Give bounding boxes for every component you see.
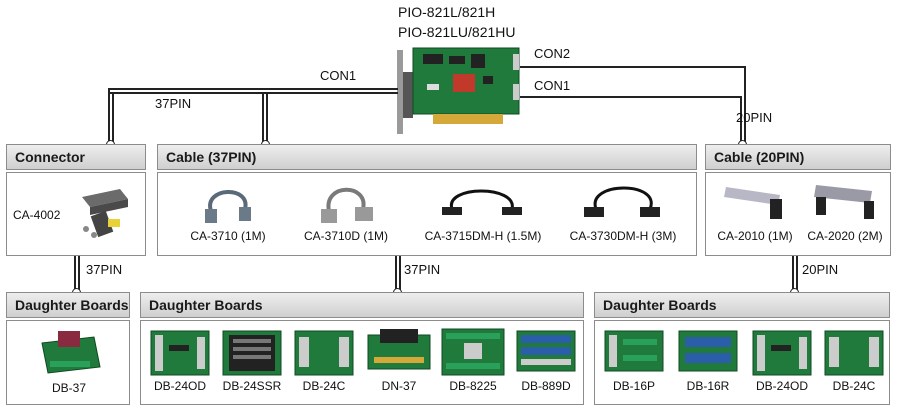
cable20-item-label: CA-2020 (2M)	[807, 229, 883, 243]
daughter-right-item[interactable]: DB-16R	[673, 327, 743, 393]
daughter-mid-item-label: DB-8225	[449, 379, 497, 393]
link-right	[792, 256, 794, 292]
header-cable-20pin: Cable (20PIN)	[705, 144, 891, 170]
header-cable-37pin: Cable (37PIN)	[157, 144, 697, 170]
wire-right-down-2	[744, 66, 746, 144]
wire-right-down	[740, 96, 742, 144]
header-connector: Connector	[6, 144, 146, 170]
link-right-2	[796, 256, 798, 292]
daughter-right-item[interactable]: DB-24C	[819, 327, 889, 393]
link-left-2	[78, 256, 80, 292]
wire-mid-down	[262, 92, 264, 144]
cable-ca-3730dm-h-icon	[584, 186, 660, 217]
label-37pin-top: 37PIN	[155, 96, 192, 111]
cable-ca-2010-icon	[724, 187, 782, 219]
label-37pin-mid: 37PIN	[404, 262, 441, 277]
cable20-item[interactable]: CA-2010 (1M)	[712, 179, 798, 243]
panel-cable-20pin: CA-2010 (1M) CA-2020 (2M)	[705, 172, 891, 256]
label-37pin-left: 37PIN	[86, 262, 123, 277]
daughter-mid-item-label: DB-24OD	[153, 379, 206, 393]
db-16r-board-icon	[678, 330, 738, 372]
panel-daughter-right: DB-16P DB-16R DB-24OD DB-24C	[594, 320, 890, 405]
db-889d-board-icon	[516, 330, 576, 372]
panel-cable-37pin: CA-3710 (1M) CA-3710D (1M) CA-3715DM-H (…	[157, 172, 697, 256]
wire-con1-left-horizontal	[108, 88, 398, 90]
db-24od-board-icon	[150, 330, 210, 376]
cable-ca-3710-icon	[205, 190, 251, 223]
daughter-right-item-label: DB-24OD	[755, 379, 808, 393]
connector-item[interactable]: CA-4002	[13, 185, 141, 245]
db-37-board-icon	[41, 331, 101, 374]
cable37-item[interactable]: CA-3715DM-H (1.5M)	[413, 179, 553, 243]
card-model-line2: PIO-821LU/821HU	[398, 24, 516, 40]
cable37-item-label: CA-3710D (1M)	[303, 229, 389, 243]
label-con1-left: CON1	[320, 68, 357, 83]
daughter-mid-item[interactable]: DB-889D	[511, 327, 581, 393]
cable37-item-label: CA-3710 (1M)	[190, 229, 266, 243]
link-mid-2	[399, 256, 401, 292]
daughter-left-item-label: DB-37	[51, 381, 86, 395]
daughter-mid-item-label: DB-24SSR	[222, 379, 282, 393]
header-daughter-mid: Daughter Boards	[140, 292, 584, 318]
cable37-item-label: CA-3730DM-H (3M)	[569, 229, 677, 243]
daughter-mid-item[interactable]: DB-8225	[437, 327, 509, 393]
daughter-mid-item[interactable]: DN-37	[363, 327, 435, 393]
daughter-mid-item-label: DN-37	[381, 379, 417, 393]
daughter-right-item-label: DB-16P	[612, 379, 656, 393]
label-20pin-right: 20PIN	[802, 262, 839, 277]
daughter-right-item-label: DB-16R	[686, 379, 730, 393]
wire-con1-right	[520, 96, 740, 98]
panel-daughter-mid: DB-24OD DB-24SSR DB-24C DN-37	[140, 320, 584, 405]
link-mid	[395, 256, 397, 292]
daughter-right-item-label: DB-24C	[832, 379, 876, 393]
daughter-mid-item[interactable]: DB-24C	[289, 327, 359, 393]
cable37-item-label: CA-3715DM-H (1.5M)	[424, 229, 542, 243]
cable37-item[interactable]: CA-3710D (1M)	[286, 179, 406, 243]
header-daughter-left: Daughter Boards	[6, 292, 130, 318]
daughter-left-item[interactable]: DB-37	[25, 327, 113, 395]
daughter-right-item[interactable]: DB-24OD	[747, 327, 817, 393]
daughter-mid-item[interactable]: DB-24OD	[145, 327, 215, 393]
daughter-right-item[interactable]: DB-16P	[599, 327, 669, 393]
label-con2: CON2	[534, 46, 571, 61]
ca-4002-connector-icon	[81, 189, 128, 238]
db-24ssr-board-icon	[222, 330, 282, 376]
cable-ca-3715dm-h-icon	[442, 189, 522, 215]
db-8225-board-icon	[441, 328, 505, 376]
db-24c-board-icon	[824, 330, 884, 376]
wire-con1-left-horizontal-2	[108, 92, 398, 94]
cable20-item[interactable]: CA-2020 (2M)	[802, 179, 888, 243]
wire-left-down	[108, 88, 110, 144]
label-con1-right: CON1	[534, 78, 571, 93]
label-20pin-top: 20PIN	[736, 110, 773, 125]
dn-37-board-icon	[367, 329, 431, 370]
panel-connector: CA-4002	[6, 172, 146, 256]
header-daughter-right: Daughter Boards	[594, 292, 890, 318]
wire-con2	[520, 66, 744, 68]
card-model-line1: PIO-821L/821H	[398, 4, 496, 20]
daughter-mid-item-label: DB-24C	[302, 379, 346, 393]
daughter-mid-item-label: DB-889D	[521, 379, 571, 393]
connector-item-label: CA-4002	[13, 208, 61, 222]
cable-ca-3710d-icon	[321, 187, 373, 223]
db-24od-board-icon	[752, 330, 812, 376]
pci-card-image	[393, 44, 523, 134]
db-24c-board-icon	[294, 330, 354, 376]
cable-ca-2020-icon	[814, 185, 874, 219]
wire-mid-down-2	[266, 92, 268, 144]
daughter-mid-item[interactable]: DB-24SSR	[217, 327, 287, 393]
wire-left-down-2	[112, 92, 114, 144]
panel-daughter-left: DB-37	[6, 320, 130, 405]
db-16p-board-icon	[604, 330, 664, 372]
cable37-item[interactable]: CA-3730DM-H (3M)	[558, 179, 688, 243]
cable20-item-label: CA-2010 (1M)	[717, 229, 793, 243]
link-left	[74, 256, 76, 292]
cable37-item[interactable]: CA-3710 (1M)	[168, 179, 288, 243]
